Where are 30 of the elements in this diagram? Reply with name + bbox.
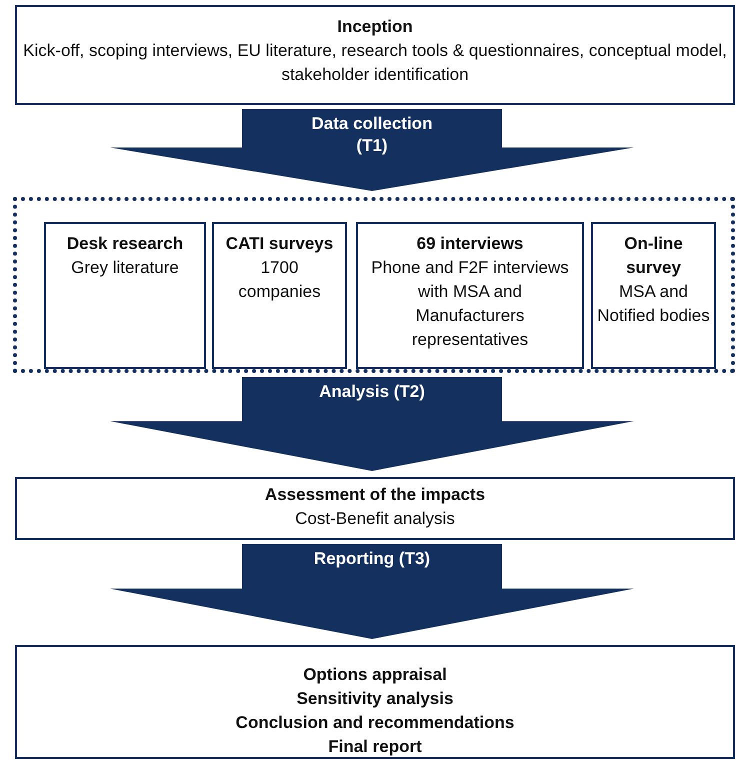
box-heading: Assessment of the impacts	[264, 484, 486, 506]
box-heading: Conclusion and recommendations	[234, 712, 516, 734]
edge-label: Data collection (T1)	[310, 113, 434, 157]
box-heading: Desk research	[66, 233, 184, 255]
box-heading: Final report	[327, 736, 423, 758]
process-box	[356, 222, 584, 369]
box-heading: Sensitivity analysis	[296, 688, 454, 710]
box-text: 1700 companies	[237, 257, 322, 303]
process-box	[212, 222, 347, 369]
process-box	[15, 645, 735, 759]
box-text: Phone and F2F interviews with MSA and Manufacturers representatives	[370, 257, 570, 351]
box-text: Grey literature	[70, 257, 180, 279]
box-heading: On-line survey	[623, 233, 684, 279]
process-box	[44, 222, 206, 369]
box-text: Cost-Benefit analysis	[294, 508, 456, 530]
block-arrow	[110, 544, 634, 639]
process-box	[15, 5, 735, 105]
edge-label: Analysis (T2)	[319, 381, 425, 403]
block-arrow	[110, 109, 634, 191]
process-box	[15, 477, 735, 540]
box-heading: 69 interviews	[416, 233, 524, 255]
box-heading: Inception	[336, 16, 414, 38]
box-text: MSA and Notified bodies	[596, 281, 711, 327]
box-text: Kick-off, scoping interviews, EU literature, research tools & questionnaires, conceptual model, stakeholder identification	[22, 40, 728, 86]
process-box	[591, 222, 716, 369]
block-arrow	[110, 377, 634, 471]
box-heading: CATI surveys	[224, 233, 334, 255]
box-heading: Options appraisal	[302, 664, 448, 686]
dotted-group-frame	[13, 197, 735, 373]
edge-label: Reporting (T3)	[314, 548, 430, 570]
